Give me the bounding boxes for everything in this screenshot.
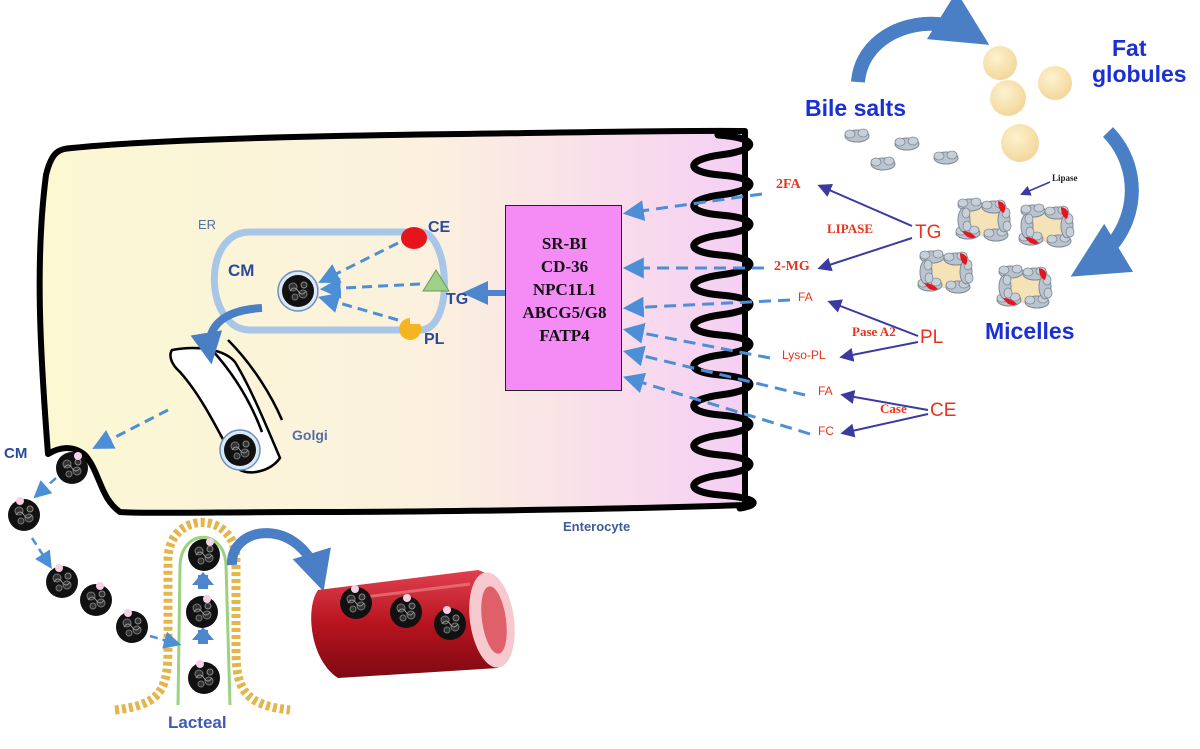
lipase-small-label: Lipase: [1052, 173, 1078, 183]
ce-lipid-shape: [401, 227, 427, 249]
arrow-globules-to-micelles: [1070, 127, 1139, 277]
golgi-label: Golgi: [292, 427, 328, 443]
fat-globules-label-line2: globules: [1092, 61, 1187, 87]
product-2mg-label: 2-MG: [774, 259, 810, 274]
enterocyte-label: Enterocyte: [563, 519, 631, 534]
product-fa-pl-label: FA: [798, 290, 813, 304]
transporter-cd36: CD-36: [540, 257, 589, 276]
enterocyte-cell: [36, 127, 748, 516]
bile-salts-label: Bile salts: [805, 95, 906, 121]
transporter-npc1l1: NPC1L1: [532, 280, 597, 299]
lacteal: [114, 518, 291, 715]
micelles-label: Micelles: [985, 318, 1075, 344]
ce-substrate-label: CE: [930, 400, 957, 421]
arrow-tg-to-cm: [319, 277, 421, 299]
pl-lipid-shape: [399, 318, 422, 340]
transporter-fatp4: FATP4: [539, 326, 590, 345]
er-label: ER: [198, 217, 217, 232]
cm-er-label: CM: [228, 261, 255, 280]
pl-inner-label: PL: [424, 331, 445, 348]
fat-globules-label-line1: Fat: [1112, 35, 1147, 61]
arrow-lacteal-to-vessel: [227, 528, 331, 592]
product-lysopl-label: Lyso-PL: [782, 348, 826, 362]
chylomicron-er: [277, 270, 319, 312]
ce-inner-label: CE: [428, 219, 451, 236]
brush-border: [690, 131, 757, 512]
tg-lipid-shape: [422, 269, 450, 292]
bile-salt-clouds: [844, 128, 959, 171]
micelles-group: [918, 198, 1074, 308]
lacteal-label: Lacteal: [168, 713, 227, 732]
arrow-pl-to-cm: [317, 292, 399, 322]
transporter-srbi: SR-BI: [541, 234, 588, 253]
lipase-enzyme-label: LIPASE: [827, 221, 873, 236]
arrow-er-to-golgi: [190, 304, 263, 365]
uptake-arrows: [622, 192, 811, 436]
chylomicrons-transport: [7, 497, 467, 695]
arrow-golgi-to-exit: [92, 408, 169, 449]
fat-globules: [983, 46, 1072, 162]
chylomicron-exit: [55, 451, 89, 485]
cm-route-arrows: [30, 477, 182, 649]
product-fc-label: FC: [818, 424, 834, 438]
product-fa-ce-label: FA: [818, 384, 833, 398]
transporter-list: SR-BI CD-36 NPC1L1 ABCG5/G8 FATP4: [506, 232, 623, 347]
case-enzyme-label: Case: [880, 401, 907, 416]
er-membrane: [210, 228, 448, 334]
arrow-bile-to-globules: [851, 0, 990, 84]
cm-exit-label: CM: [4, 445, 28, 462]
chylomicron-golgi: [219, 429, 261, 471]
digestion-arrows: [817, 181, 1051, 438]
tg-inner-label: TG: [446, 291, 469, 308]
tg-substrate-label: TG: [915, 222, 942, 243]
transporter-abcg5g8: ABCG5/G8: [522, 303, 607, 322]
product-2fa-label: 2FA: [776, 177, 801, 192]
arrow-ce-to-cm: [318, 241, 399, 283]
transporter-box: SR-BI CD-36 NPC1L1 ABCG5/G8 FATP4: [505, 205, 622, 391]
arrow-transporter-to-er: [462, 281, 505, 305]
pase-a2-enzyme-label: Pase A2: [852, 324, 896, 339]
pl-substrate-label: PL: [920, 327, 944, 348]
